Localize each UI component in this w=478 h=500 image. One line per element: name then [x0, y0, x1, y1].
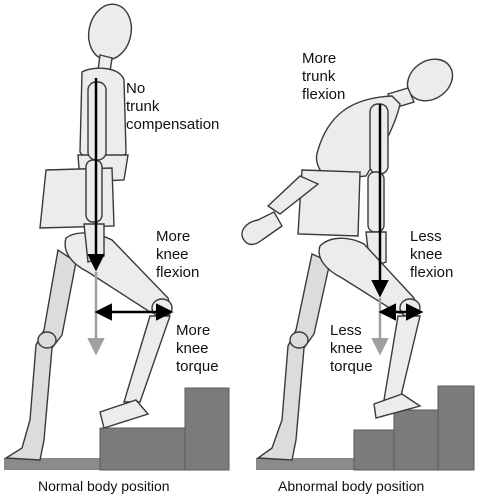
- label-line: More: [156, 228, 191, 245]
- label-line: knee: [330, 340, 363, 357]
- normal-caption: Normal body position: [38, 478, 170, 494]
- label-line: trunk: [126, 98, 160, 115]
- label-line: knee: [156, 246, 189, 263]
- normal-trunk-label: No trunk compensation: [126, 80, 219, 134]
- label-line: Less: [330, 322, 362, 339]
- abnormal-panel: [241, 58, 475, 471]
- label-line: knee: [176, 340, 209, 357]
- label-line: torque: [330, 358, 373, 375]
- label-line: More: [302, 50, 337, 67]
- abnormal-caption: Abnormal body position: [278, 478, 425, 494]
- abnormal-flexion-label: Less knee flexion: [410, 228, 453, 282]
- abnormal-trunk-label: More trunk flexion: [302, 50, 345, 104]
- label-line: flexion: [410, 264, 454, 281]
- label-line: trunk: [302, 68, 336, 85]
- label-line: compensation: [126, 116, 220, 133]
- label-line: Less: [410, 228, 442, 245]
- abnormal-torque-label: Less knee torque: [330, 322, 373, 376]
- normal-stairs: [4, 387, 230, 471]
- label-line: knee: [410, 246, 443, 263]
- normal-torque-label: More knee torque: [176, 322, 219, 376]
- label-line: torque: [176, 358, 219, 375]
- normal-mannequin: [3, 3, 173, 461]
- normal-panel: [3, 3, 230, 471]
- label-line: More: [176, 322, 211, 339]
- normal-flexion-label: More knee flexion: [156, 228, 199, 282]
- label-line: flexion: [156, 264, 200, 281]
- label-line: flexion: [302, 86, 346, 103]
- label-line: No: [126, 80, 146, 97]
- abnormal-stairs: [256, 385, 475, 471]
